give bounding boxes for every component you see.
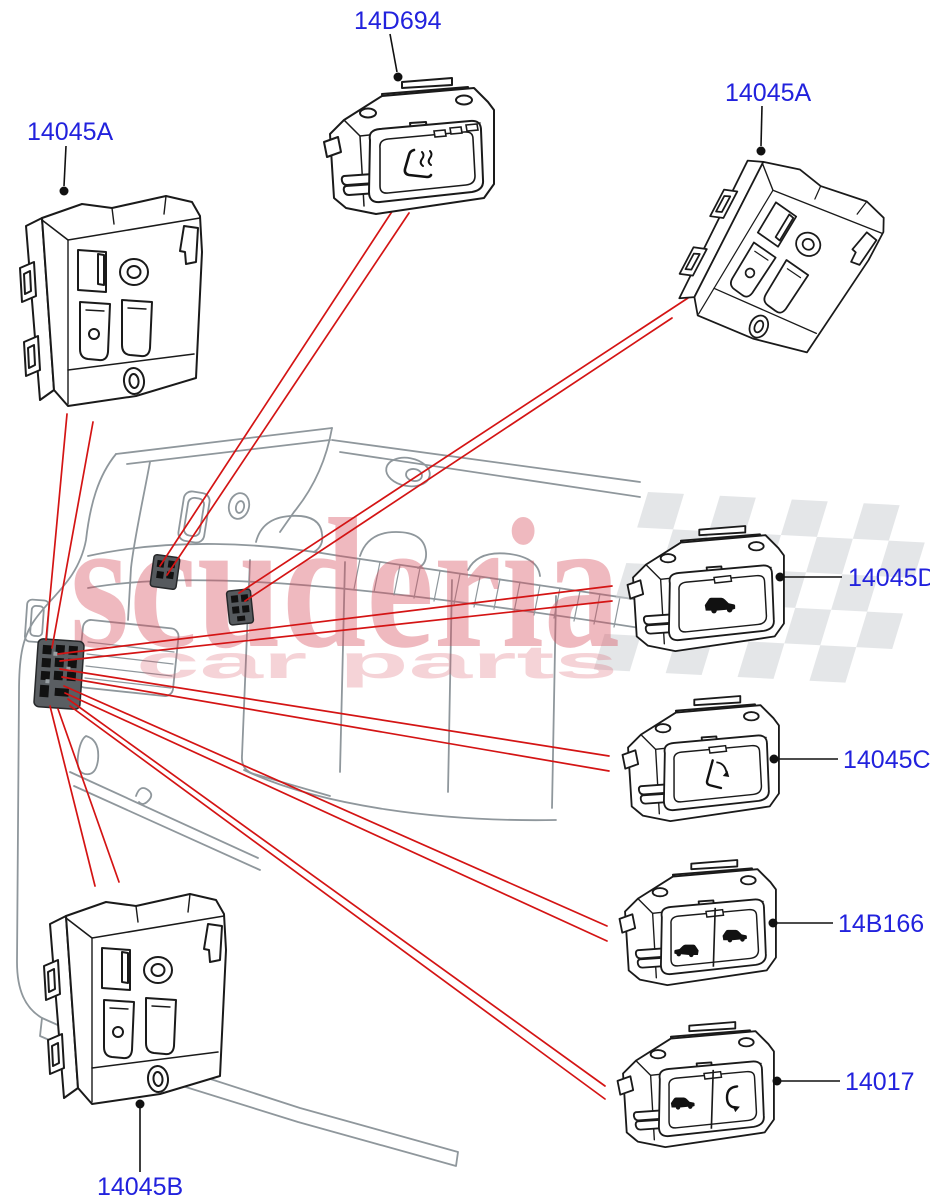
part-number-label-14017[interactable]: 14017 [845,1068,915,1096]
part-number-label-14045a-right[interactable]: 14045A [725,79,812,107]
part-illustration-14045d [626,525,785,653]
tailgate-open-icon [725,1085,740,1113]
part-illustration-14b166 [618,859,777,987]
part-illustration-14045a-right [660,134,895,378]
part-illustration-14045a-left [19,195,203,407]
part-number-label-14045b[interactable]: 14045B [97,1173,183,1200]
callout-leaders [59,33,842,1172]
heated-seat-icon [403,148,433,179]
seat-fold-icon [705,759,730,790]
part-illustration-14017 [616,1021,775,1149]
part-illustration-14d694 [323,77,495,215]
connector-location-seatback [225,588,255,626]
part-number-label-14045c[interactable]: 14045C [843,746,930,774]
part-number-label-14045d[interactable]: 14045D [848,564,930,592]
part-number-label-14b166[interactable]: 14B166 [838,910,924,938]
part-illustration-14045c [621,695,780,823]
vehicle-trim-illustration [16,427,641,1167]
locator-lines [45,209,689,1100]
part-number-label-14045a-left[interactable]: 14045A [27,118,114,146]
watermark-tagline: car parts [136,636,618,688]
connector-location-quarter-panel [33,638,85,711]
part-illustration-14045b [43,893,227,1105]
part-number-label-14d694[interactable]: 14D694 [354,7,442,35]
watermark: scuderia car parts [70,481,925,688]
